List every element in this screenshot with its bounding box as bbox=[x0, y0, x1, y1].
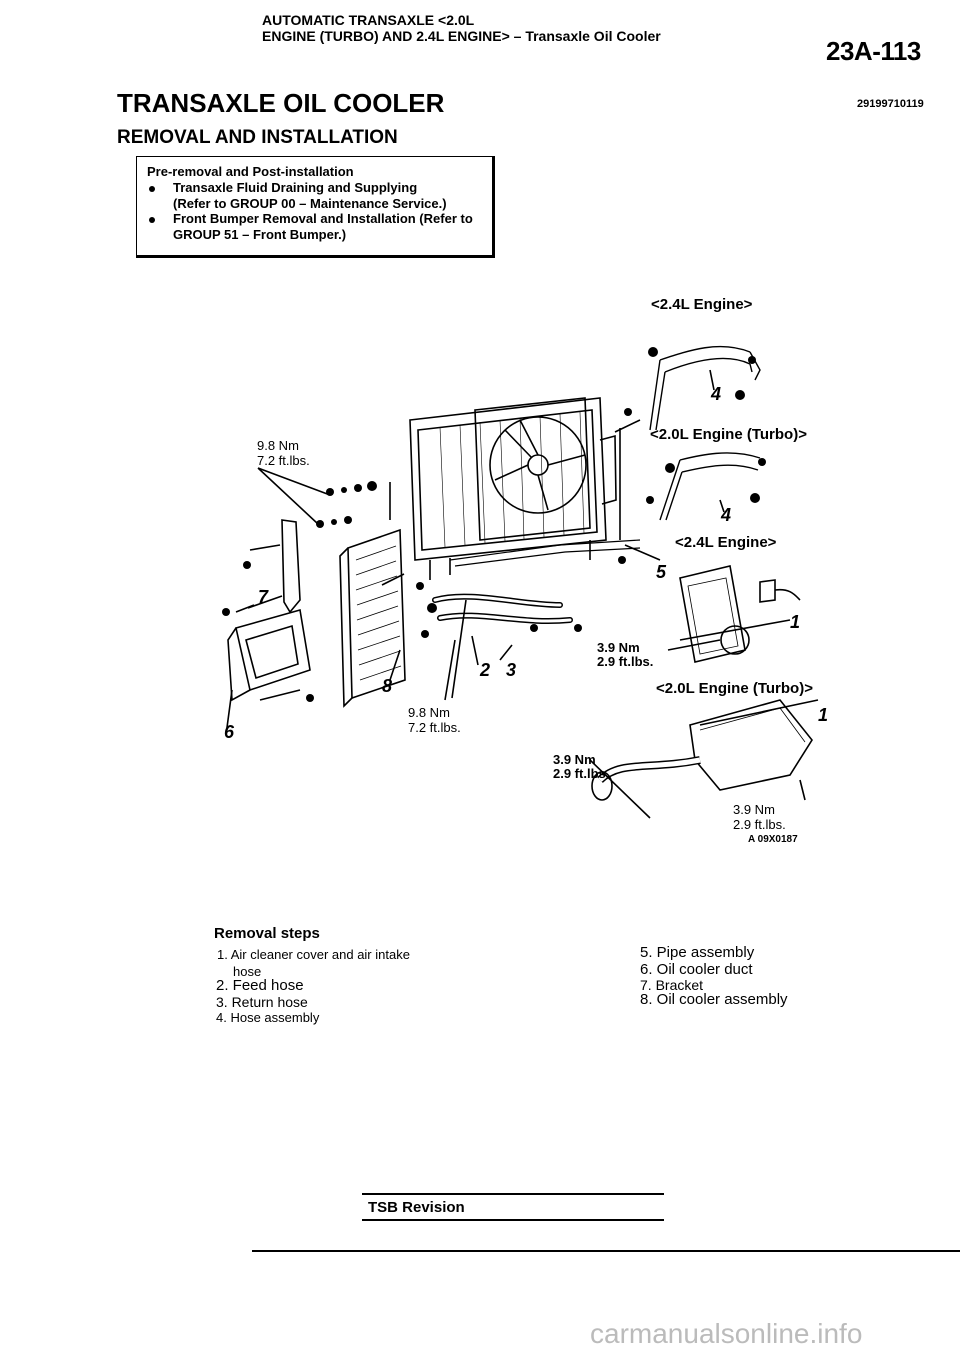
callout-1: 1 bbox=[790, 612, 801, 632]
callout-8: 8 bbox=[382, 676, 393, 696]
step-8: 8. Oil cooler assembly bbox=[640, 991, 788, 1008]
torque-nm-air-cleaner-24: 3.9 Nm bbox=[597, 640, 640, 655]
callout-7: 7 bbox=[258, 587, 269, 607]
callout-4: 4 bbox=[711, 384, 722, 404]
pre-item-1-line-1: Transaxle Fluid Draining and Supplying bbox=[173, 180, 418, 195]
step-1-line-1: 1. Air cleaner cover and air intake bbox=[217, 947, 410, 962]
callout-6: 6 bbox=[224, 722, 235, 742]
step-5: 5. Pipe assembly bbox=[640, 944, 755, 961]
callout-1: 1 bbox=[818, 705, 829, 725]
callout-5: 5 bbox=[656, 562, 667, 582]
document-number: 29199710119 bbox=[857, 98, 924, 110]
pre-item-1-line-2: (Refer to GROUP 00 – Maintenance Service… bbox=[173, 196, 447, 211]
page-title: TRANSAXLE OIL COOLER bbox=[117, 88, 445, 118]
figure-code: A 09X0187 bbox=[748, 834, 798, 845]
torque-ftlbs-air-cleaner-24: 2.9 ft.lbs. bbox=[597, 654, 654, 669]
step-3: 3. Return hose bbox=[216, 994, 308, 1010]
torque-ftlbs-radiator: 7.2 ft.lbs. bbox=[257, 453, 310, 468]
header-line-1: AUTOMATIC TRANSAXLE <2.0L bbox=[262, 12, 475, 28]
oil-cooler-drawing bbox=[339, 528, 406, 708]
step-1-line-2: hose bbox=[233, 964, 262, 979]
header-line-2: ENGINE (TURBO) AND 2.4L ENGINE> – Transa… bbox=[262, 28, 661, 44]
step-4: 4. Hose assembly bbox=[216, 1010, 320, 1025]
pre-item-2-line-1: Front Bumper Removal and Installation (R… bbox=[173, 211, 473, 226]
label-engine-20-turbo-top: <2.0L Engine (Turbo)> bbox=[650, 426, 807, 443]
pre-removal-heading: Pre-removal and Post-installation bbox=[147, 164, 354, 179]
torque-ftlbs-intake-hose: 2.9 ft.lbs. bbox=[553, 766, 610, 781]
tsb-revision-label: TSB Revision bbox=[368, 1199, 465, 1216]
callout-3: 3 bbox=[506, 660, 517, 680]
air-cleaner-24-drawing bbox=[679, 565, 801, 663]
bullet-icon bbox=[149, 186, 155, 192]
oil-cooler-duct-drawing bbox=[227, 608, 311, 702]
pre-removal-box: Pre-removal and Post-installation Transa… bbox=[136, 156, 495, 258]
air-cleaner-20-turbo-drawing bbox=[591, 699, 813, 801]
torque-nm-cooler: 9.8 Nm bbox=[408, 705, 450, 720]
label-engine-20-turbo-air-cleaner: <2.0L Engine (Turbo)> bbox=[656, 680, 813, 697]
removal-steps-heading: Removal steps bbox=[214, 925, 320, 942]
pre-item-2-line-2: GROUP 51 – Front Bumper.) bbox=[173, 227, 347, 242]
torque-nm-air-cleaner-20: 3.9 Nm bbox=[733, 802, 775, 817]
step-6: 6. Oil cooler duct bbox=[640, 961, 753, 978]
label-engine-24-air-cleaner: <2.4L Engine> bbox=[675, 534, 777, 551]
callout-4: 4 bbox=[721, 505, 732, 525]
radiator-drawing bbox=[409, 397, 617, 580]
tsb-revision-box: TSB Revision bbox=[362, 1193, 664, 1221]
callout-2: 2 bbox=[480, 660, 491, 680]
page-code: 23A-113 bbox=[826, 36, 921, 66]
torque-nm-radiator: 9.8 Nm bbox=[257, 438, 299, 453]
bullet-icon bbox=[149, 217, 155, 223]
torque-ftlbs-air-cleaner-20: 2.9 ft.lbs. bbox=[733, 817, 786, 832]
torque-ftlbs-cooler: 7.2 ft.lbs. bbox=[408, 720, 461, 735]
torque-nm-intake-hose: 3.9 Nm bbox=[553, 752, 596, 767]
step-2: 2. Feed hose bbox=[216, 977, 304, 994]
step-7: 7. Bracket bbox=[640, 977, 704, 993]
section-subtitle: REMOVAL AND INSTALLATION bbox=[117, 127, 398, 148]
watermark: carmanualsonline.info bbox=[590, 1318, 863, 1349]
label-engine-24-top: <2.4L Engine> bbox=[651, 296, 753, 313]
footer-rule bbox=[252, 1250, 960, 1252]
bracket-drawing bbox=[281, 519, 301, 614]
